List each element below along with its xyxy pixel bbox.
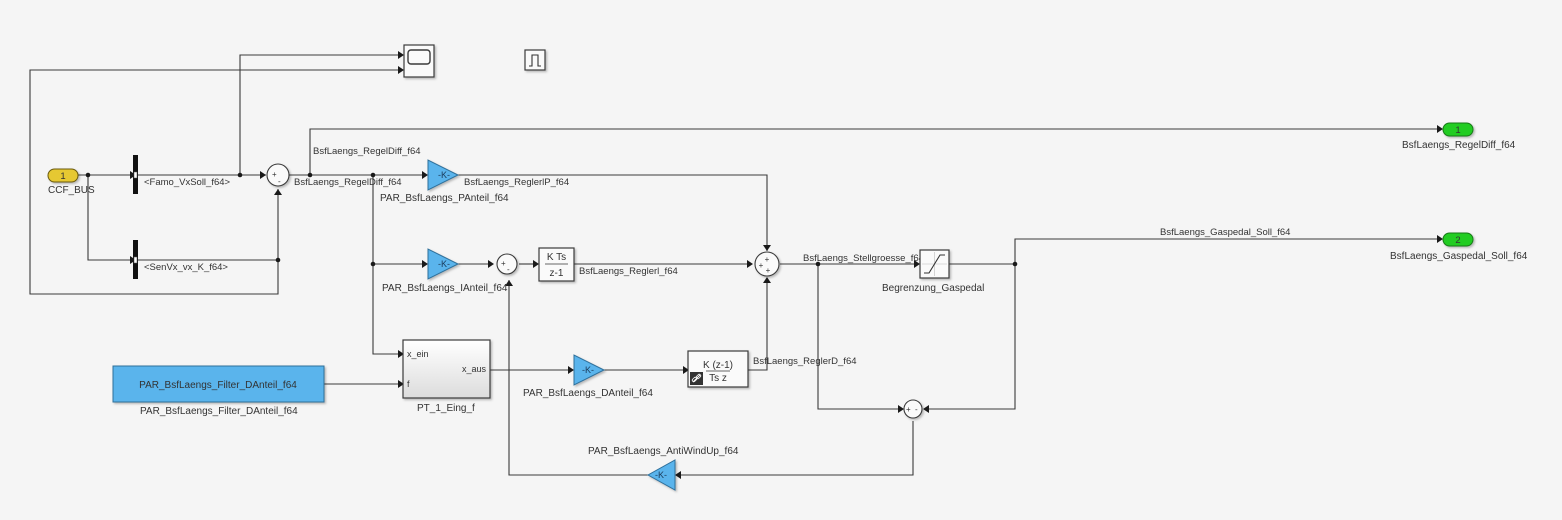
sum-i-sign-2: - [507,265,510,274]
sum-main-sign-1: + [272,170,277,179]
saturation-icon [924,254,945,274]
outport-1-label: BsfLaengs_RegelDiff_f64 [1402,140,1516,151]
wire-regeldiff-branch[interactable] [372,175,398,355]
subsystem-port-x-ein: x_ein [407,349,429,359]
junction-dots [85,172,1018,267]
sum-aw-sign-1: + [906,405,911,414]
derivative-denominator: Ts z [709,373,727,384]
selector-1-signal: <Famo_VxSoll_f64> [144,177,231,188]
outport-1[interactable]: 1 [1442,122,1474,137]
subsystem-port-f: f [407,379,410,389]
wire-regeldiff-outport1[interactable] [309,128,1437,175]
library-link-icon [690,372,703,385]
wire-awgain-sumi[interactable] [508,280,648,476]
arrowheads [130,51,1443,479]
scope-screen-icon [407,49,431,65]
signal-regeldiff-mid: BsfLaengs_RegelDiff_f64 [294,177,402,188]
wires [29,54,1437,476]
bus-selector-2[interactable] [133,240,138,279]
discrete-integrator-block[interactable]: K Ts z-1 [538,247,575,282]
discrete-derivative-block[interactable]: K (z-1) Ts z [687,350,749,388]
wire-to-scope-1[interactable] [239,54,398,175]
derivative-numerator: K (z-1) [703,360,733,371]
sum4-sign-left: + [759,261,764,270]
gain-p-symbol: -K- [438,170,450,180]
sum-integrator[interactable]: + - [496,253,518,275]
constant-label: PAR_BsfLaengs_Filter_DAnteil_f64 [140,406,298,417]
wire-saturation-aw[interactable] [928,264,1016,410]
sum-aw-sign-2: - [915,405,918,414]
signal-reglerI: BsfLaengs_Reglerl_f64 [579,266,678,277]
gain-p-label: PAR_BsfLaengs_PAnteil_f64 [380,193,509,204]
sum-antiwindup[interactable]: + - [903,399,923,419]
outport-2[interactable]: 2 [1442,232,1474,247]
scope-block[interactable] [403,44,435,78]
sum-i-sign-1: + [501,259,506,268]
sum-main-sign-2: - [278,177,281,186]
signal-gaspedal-soll: BsfLaengs_Gaspedal_Soll_f64 [1160,227,1290,238]
inport-ccf-bus[interactable]: 1 [47,168,79,183]
sum-regeldiff[interactable]: + - [266,163,290,187]
wire-derivative-sum4[interactable] [748,278,768,371]
subsystem-pt1[interactable]: x_ein f x_aus [402,339,491,399]
sum-pid[interactable]: + + + [754,251,780,277]
signal-reglerD: BsfLaengs_ReglerD_f64 [753,356,857,367]
gain-aw-symbol: -K- [655,470,667,480]
wire-saturation-outport2[interactable] [949,238,1437,265]
gain-d-anteil[interactable]: -K- [573,354,606,386]
signal-stellgroesse: BsfLaengs_Stellgroesse_f64 [803,253,924,264]
gain-i-symbol: -K- [438,259,450,269]
pulse-icon [529,54,541,67]
sum4-sign-top: + [765,255,770,264]
saturation-block[interactable] [919,249,950,279]
gain-p-anteil[interactable]: -K- [427,159,460,191]
signal-reglerP: BsfLaengs_ReglerlP_f64 [464,177,569,188]
signal-regeldiff-top: BsfLaengs_RegelDiff_f64 [313,146,421,157]
outport-1-number: 1 [1455,125,1460,136]
inport-label: CCF_BUS [48,185,95,196]
gain-aw-label: PAR_BsfLaengs_AntiWindUp_f64 [588,446,739,457]
constant-filter-danteil[interactable]: PAR_BsfLaengs_Filter_DAnteil_f64 [112,365,325,403]
wire-aw-gain[interactable] [681,421,914,476]
constant-value: PAR_BsfLaengs_Filter_DAnteil_f64 [139,380,297,391]
saturation-label: Begrenzung_Gaspedal [882,283,984,294]
pulse-generator-block[interactable] [524,49,546,71]
outport-2-label: BsfLaengs_Gaspedal_Soll_f64 [1390,251,1528,262]
wire-p-sum4[interactable] [458,174,768,251]
integrator-numerator: K Ts [547,252,566,263]
wire-to-scope-2[interactable] [29,69,398,295]
subsystem-port-x-aus: x_aus [462,364,487,374]
wire-stellgroesse-aw[interactable] [817,264,899,410]
subsystem-label: PT_1_Eing_f [417,403,475,414]
gain-d-label: PAR_BsfLaengs_DAnteil_f64 [523,388,653,399]
sum4-sign-bottom: + [766,266,771,275]
integrator-denominator: z-1 [550,268,564,279]
selector-2-signal: <SenVx_vx_K_f64> [144,262,228,273]
gain-antiwindup[interactable]: -K- [646,459,676,491]
wire-inport-selector2[interactable] [87,175,130,261]
outport-2-number: 2 [1455,235,1460,246]
bus-selector-1[interactable] [133,155,138,194]
inport-number: 1 [60,171,65,182]
gain-i-anteil[interactable]: -K- [427,248,460,280]
gain-d-symbol: -K- [582,365,594,375]
wire-selector2-sum[interactable] [138,189,279,261]
gain-i-label: PAR_BsfLaengs_IAnteil_f64 [382,283,508,294]
